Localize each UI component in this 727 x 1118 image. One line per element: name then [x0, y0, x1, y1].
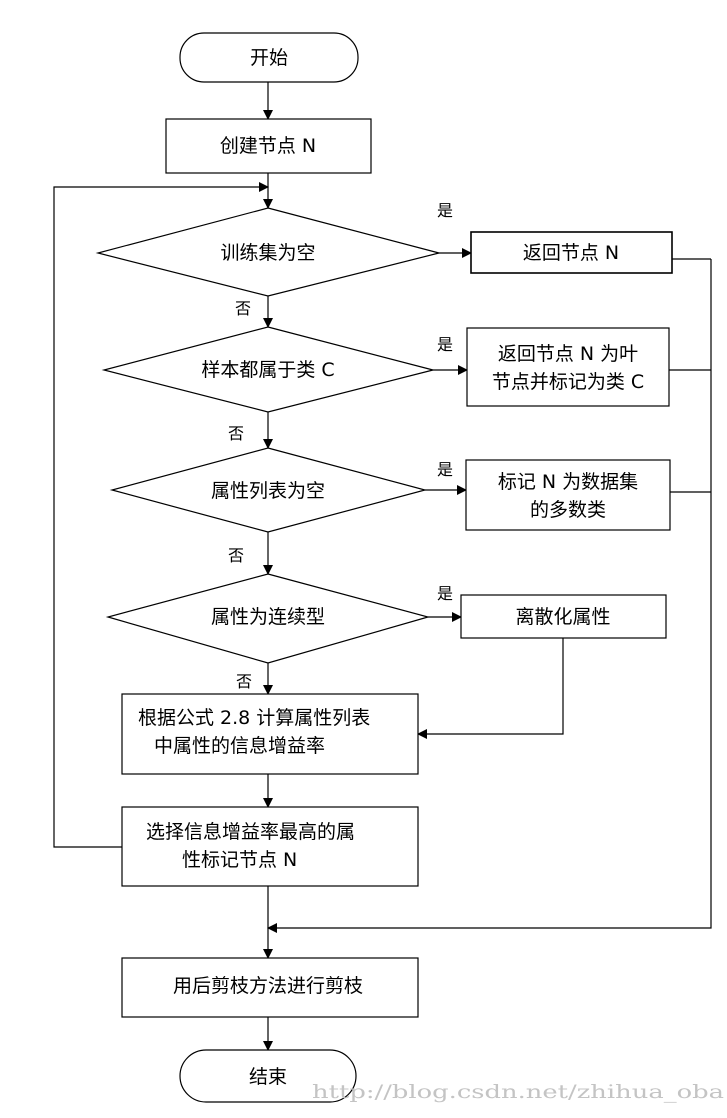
return-node-label: 返回节点 N: [523, 242, 619, 264]
discretize-box: 离散化属性: [460, 594, 667, 639]
return-leaf-label-line1: 返回节点 N 为叶: [498, 343, 638, 365]
attribute-continuous-label: 属性为连续型: [211, 606, 325, 628]
attribute-list-empty-label: 属性列表为空: [211, 480, 325, 502]
connectors: [53, 82, 712, 1051]
no-label-3: 否: [228, 546, 244, 565]
training-set-empty-label: 训练集为空: [220, 242, 315, 264]
select-attribute-label-line2: 性标记节点 N: [182, 849, 297, 871]
prune-label: 用后剪枝方法进行剪枝: [173, 975, 363, 997]
decision-attribute-continuous: 属性为连续型: [105, 573, 431, 664]
decision-training-set-empty: 训练集为空: [95, 207, 440, 297]
end-terminal: 结束: [179, 1049, 357, 1103]
select-attribute-box: 选择信息增益率最高的属 性标记节点 N: [121, 806, 419, 887]
edge-loop-back: [53, 182, 269, 848]
same-class-label: 样本都属于类 C: [201, 359, 334, 381]
edge-discretize-to-compute: [417, 638, 564, 739]
yes-label-3: 是: [437, 460, 453, 479]
create-node-box: 创建节点 N: [165, 118, 372, 174]
no-label-4: 否: [236, 672, 252, 691]
compute-gain-label-line1: 根据公式 2.8 计算属性列表: [138, 707, 370, 729]
prune-box: 用后剪枝方法进行剪枝: [121, 957, 419, 1018]
return-leaf-label-line2: 节点并标记为类 C: [492, 371, 644, 393]
no-label-2: 否: [228, 424, 244, 443]
decision-attribute-list-empty: 属性列表为空: [109, 447, 428, 533]
edge-right-merge: [267, 259, 712, 933]
yes-label-2: 是: [437, 335, 453, 354]
yes-label-4: 是: [437, 584, 453, 603]
start-label: 开始: [250, 47, 288, 69]
no-label-1: 否: [235, 299, 251, 318]
compute-gain-box: 根据公式 2.8 计算属性列表 中属性的信息增益率: [121, 693, 419, 775]
start-terminal: 开始: [179, 32, 359, 83]
yes-label-1: 是: [437, 201, 453, 220]
compute-gain-label-line2: 中属性的信息增益率: [154, 735, 325, 757]
create-node-label: 创建节点 N: [220, 135, 316, 157]
discretize-label: 离散化属性: [515, 606, 610, 628]
mark-majority-label-line1: 标记 N 为数据集: [498, 471, 638, 493]
watermark: http://blog.csdn.net/zhihua_oba: [312, 1081, 724, 1103]
mark-majority-box: 标记 N 为数据集 的多数类: [465, 459, 671, 531]
mark-majority-label-line2: 的多数类: [530, 499, 606, 521]
decision-same-class: 样本都属于类 C: [101, 326, 434, 413]
return-leaf-box: 返回节点 N 为叶 节点并标记为类 C: [466, 327, 670, 407]
end-label: 结束: [249, 1066, 287, 1088]
select-attribute-label-line1: 选择信息增益率最高的属: [146, 821, 355, 843]
return-node-box: 返回节点 N: [470, 231, 673, 274]
